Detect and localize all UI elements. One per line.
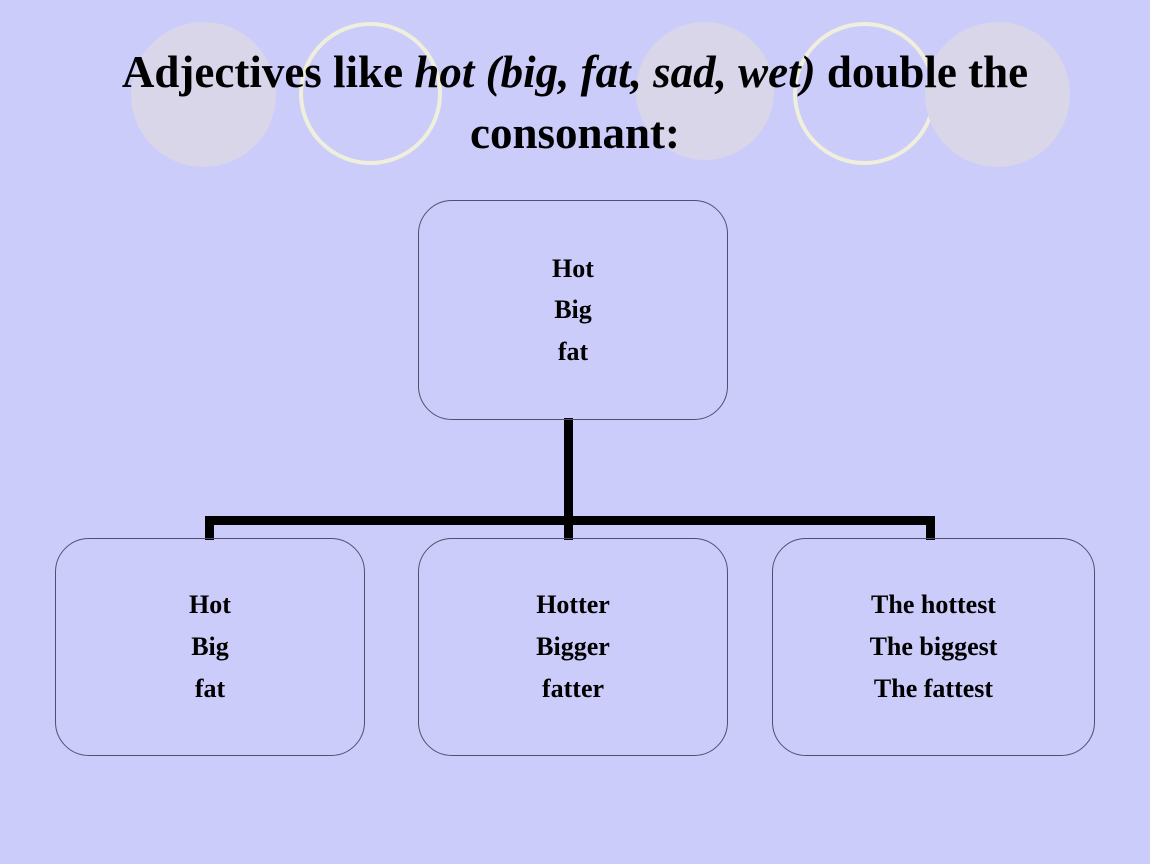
title-text-after: double the consonant: (469, 47, 1029, 158)
node-base-forms-line-3: fat (557, 336, 589, 366)
title-text-before: Adjectives like (121, 47, 415, 97)
title-text-italic: hot (big, fat, sad, wet) (414, 47, 816, 97)
node-superlative-line-2: The biggest (869, 631, 998, 661)
node-base-forms-line-2: Big (554, 295, 592, 325)
connector-horizontal-bar (205, 516, 935, 525)
connector-vertical-stem (564, 418, 573, 540)
node-positive-line-2: Big (191, 631, 229, 661)
node-base-forms[interactable]: Hot Big fat (418, 200, 728, 420)
node-positive-line-3: fat (194, 674, 226, 704)
node-comparative-degree[interactable]: Hotter Bigger fatter (418, 538, 728, 756)
connector-drop-right (926, 516, 935, 540)
slide-title: Adjectives like hot (big, fat, sad, wet)… (55, 42, 1095, 164)
node-positive-line-1: Hot (189, 589, 231, 619)
node-superlative-line-1: The hottest (871, 589, 996, 619)
node-comparative-line-2: Bigger (536, 631, 610, 661)
node-comparative-line-1: Hotter (536, 589, 610, 619)
node-superlative-degree[interactable]: The hottest The biggest The fattest (772, 538, 1095, 756)
node-superlative-line-3: The fattest (873, 674, 994, 704)
connector-drop-left (205, 516, 214, 540)
node-positive-degree[interactable]: Hot Big fat (55, 538, 365, 756)
node-base-forms-line-1: Hot (552, 254, 594, 284)
node-comparative-line-3: fatter (541, 674, 605, 704)
